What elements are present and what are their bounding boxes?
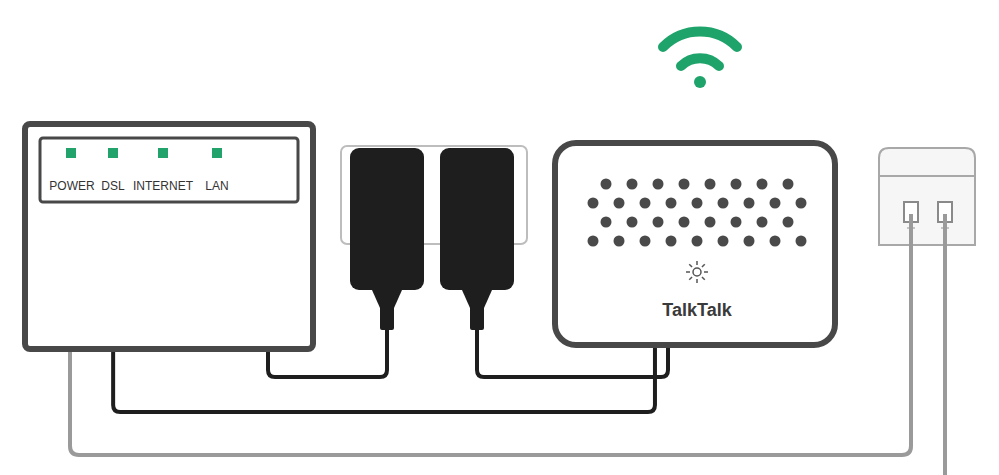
- speaker-hole: [783, 179, 794, 190]
- hub-box: TalkTalk: [552, 140, 838, 348]
- status-led: [66, 148, 76, 158]
- ethernet-cable: [113, 348, 655, 412]
- speaker-hole: [627, 217, 638, 228]
- status-led: [108, 148, 118, 158]
- speaker-hole: [744, 198, 755, 209]
- speaker-hole: [783, 217, 794, 228]
- speaker-hole: [757, 179, 768, 190]
- power-adapter: [350, 148, 424, 330]
- speaker-hole: [796, 198, 807, 209]
- speaker-hole: [744, 236, 755, 247]
- speaker-hole: [653, 217, 664, 228]
- speaker-hole: [679, 179, 690, 190]
- speaker-hole: [705, 217, 716, 228]
- speaker-hole: [640, 236, 651, 247]
- status-led: [212, 148, 222, 158]
- speaker-hole: [666, 198, 677, 209]
- light-icon: [686, 261, 708, 283]
- speaker-hole: [679, 217, 690, 228]
- wifi-symbol: [663, 32, 737, 88]
- speaker-hole: [601, 179, 612, 190]
- speaker-hole: [588, 236, 599, 247]
- speaker-hole: [731, 217, 742, 228]
- speaker-hole: [796, 236, 807, 247]
- speaker-hole: [653, 179, 664, 190]
- speaker-hole: [666, 236, 677, 247]
- speaker-hole: [757, 217, 768, 228]
- device-detail: [28, 127, 310, 346]
- led-label: INTERNET: [133, 179, 193, 193]
- phone-cable: [943, 214, 947, 475]
- led-label: LAN: [205, 179, 228, 193]
- speaker-hole: [627, 179, 638, 190]
- status-led: [158, 148, 168, 158]
- speaker-hole: [718, 198, 729, 209]
- speaker-hole: [731, 179, 742, 190]
- speaker-hole: [692, 236, 703, 247]
- modem-box: POWER DSL INTERNET LAN: [22, 121, 316, 352]
- speaker-hole: [718, 236, 729, 247]
- brand-name: TalkTalk: [662, 300, 731, 321]
- speaker-hole: [588, 198, 599, 209]
- led-label: POWER: [49, 179, 94, 193]
- led-panel: [40, 138, 298, 202]
- phone-socket: [879, 148, 975, 245]
- power-adapter: [440, 148, 514, 330]
- speaker-hole: [614, 198, 625, 209]
- speaker-hole: [705, 179, 716, 190]
- speaker-hole: [770, 198, 781, 209]
- speaker-hole: [770, 236, 781, 247]
- speaker-hole: [640, 198, 651, 209]
- speaker-hole: [601, 217, 612, 228]
- speaker-hole: [614, 236, 625, 247]
- led-label: DSL: [101, 179, 124, 193]
- speaker-hole: [692, 198, 703, 209]
